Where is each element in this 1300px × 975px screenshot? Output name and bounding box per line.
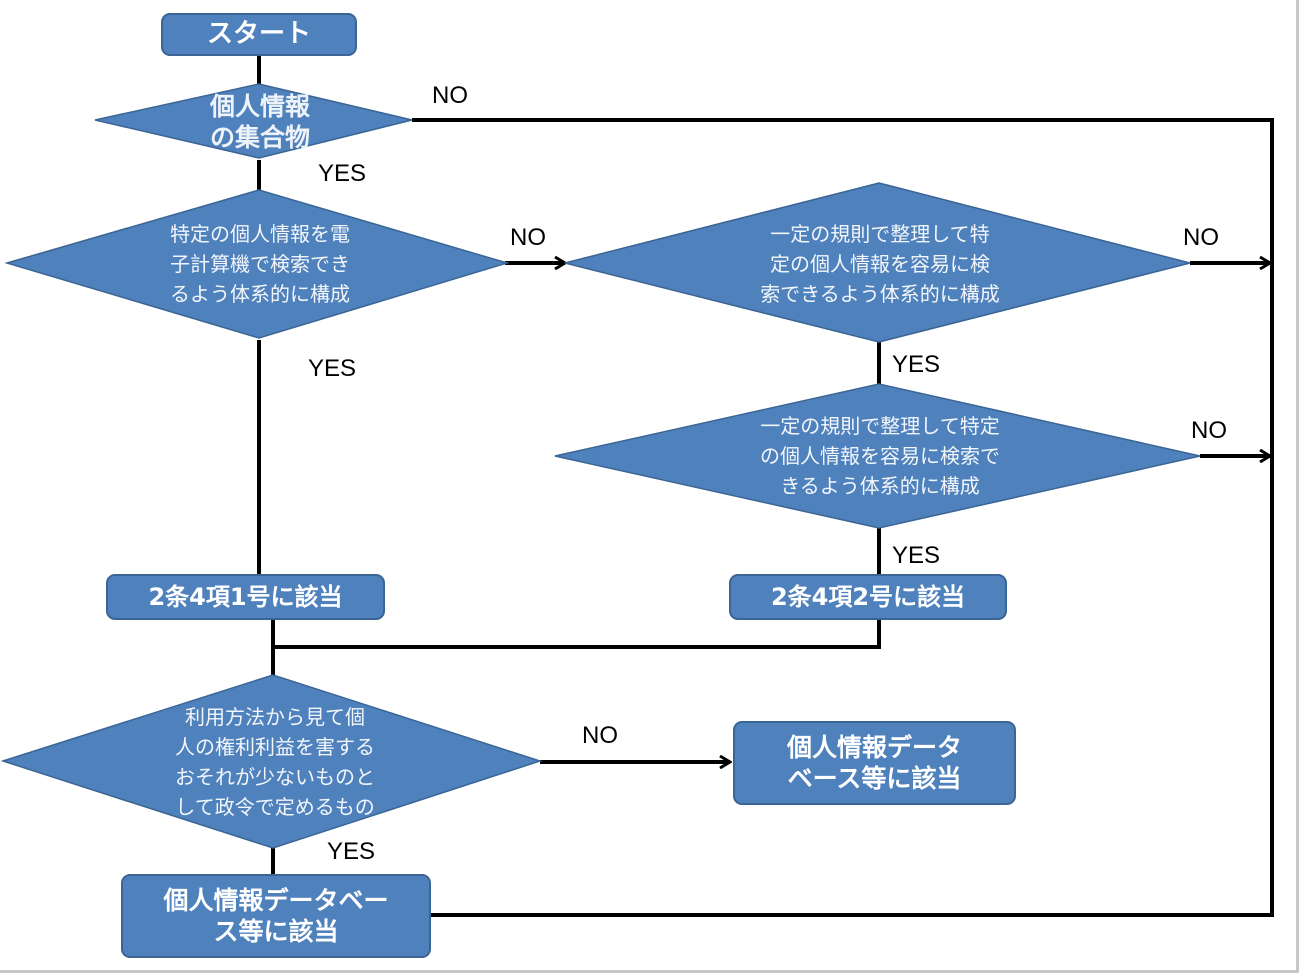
start-node: スタート [161, 13, 357, 56]
d3-yes-label: YES [892, 351, 941, 378]
d5-no-label: NO [582, 722, 618, 749]
decision-d2-text: 特定の個人情報を電 子計算機で検索でき るよう体系的に構成 [170, 222, 350, 306]
result-2-4-1: 2条4項1号に該当 [106, 574, 385, 620]
d1-no-label: NO [432, 82, 468, 109]
decision-d2 [4, 189, 510, 339]
decision-d3 [564, 182, 1191, 343]
decision-d5-text: 利用方法から見て個 人の権利利益を害する おそれが少ないものと して政令で定める… [175, 705, 375, 819]
d2-yes-label: YES [308, 355, 357, 382]
result-database-no: 個人情報データ ベース等に該当 [733, 721, 1016, 805]
decision-d5 [0, 674, 543, 849]
decision-d1 [94, 83, 413, 159]
decision-d4 [554, 383, 1201, 529]
result-database-yes: 個人情報データベー ス等に該当 [121, 874, 431, 958]
decision-d4-text: 一定の規則で整理して特定 の個人情報を容易に検索で きるよう体系的に構成 [760, 414, 1000, 498]
d5-yes-label: YES [327, 838, 376, 865]
d4-no-label: NO [1191, 417, 1227, 444]
d1-yes-label: YES [318, 160, 367, 187]
result-2-4-2: 2条4項2号に該当 [729, 574, 1007, 620]
d4-yes-label: YES [892, 542, 941, 569]
decision-d1-text: 個人情報 の集合物 [209, 92, 310, 152]
d3-no-label: NO [1183, 224, 1219, 251]
d2-no-label: NO [510, 224, 546, 251]
decision-d3-text: 一定の規則で整理して特 定の個人情報を容易に検 索できるよう体系的に構成 [760, 222, 1000, 306]
